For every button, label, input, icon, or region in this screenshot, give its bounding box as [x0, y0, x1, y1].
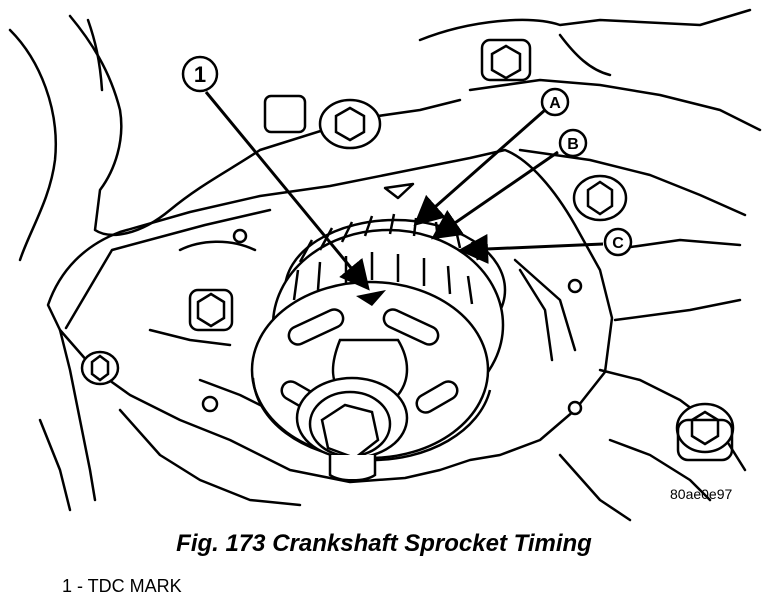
figure-caption: Fig. 173 Crankshaft Sprocket Timing: [176, 530, 592, 557]
crankshaft-bolt: [295, 376, 409, 482]
callout-label-c: C: [612, 235, 624, 252]
image-code: 80ae0e97: [670, 486, 733, 502]
leader-arrow-b: [431, 150, 559, 240]
legend-item-1: 1 - TDC MARK: [62, 576, 182, 596]
callout-circle-b: [558, 128, 588, 158]
leader-arrow-c: [458, 233, 604, 264]
bolt-top-center: [480, 38, 532, 82]
callout-circle-a: [540, 87, 570, 117]
engine-block-edge-left: [8, 28, 57, 262]
leader-arrow-a: [413, 108, 546, 226]
callout-label-b: B: [567, 136, 579, 153]
cover-timing-triangle: [383, 182, 415, 200]
callout-label-a: A: [549, 95, 561, 112]
bolt-right-lower: [675, 402, 735, 462]
leader-arrow-1: [204, 91, 370, 291]
bolt-left-middle: [188, 288, 234, 332]
callout-circle-c: [603, 227, 633, 257]
bolt-right-upper: [572, 174, 628, 222]
timing-cover-plate: [46, 148, 614, 484]
callout-label-1: 1: [194, 62, 206, 87]
callout-circle-1: [181, 55, 219, 93]
bolt-upper-left: [263, 94, 382, 150]
engine-block-outline: [68, 14, 462, 237]
bolt-far-left: [80, 350, 120, 386]
tdc-mark-triangle: [356, 290, 386, 306]
